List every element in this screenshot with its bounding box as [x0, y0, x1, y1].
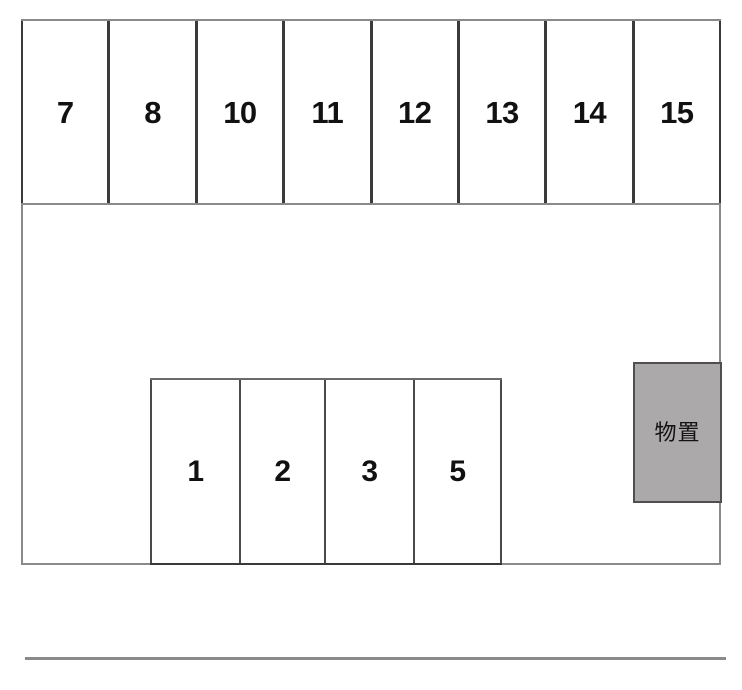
parking-stall-10[interactable]: 10 [195, 21, 284, 203]
stall-label: 3 [361, 454, 378, 488]
parking-stall-2[interactable]: 2 [239, 380, 324, 563]
stall-label: 13 [485, 94, 519, 130]
parking-stall-12[interactable]: 12 [370, 21, 458, 203]
stall-label: 1 [187, 454, 204, 488]
storage-shed-label: 物置 [654, 419, 701, 445]
bottom-divider-rule [25, 657, 726, 660]
stall-label: 5 [449, 454, 466, 488]
parking-stall-15[interactable]: 15 [632, 21, 721, 203]
parking-stall-1[interactable]: 1 [150, 380, 239, 563]
parking-stall-7[interactable]: 7 [21, 21, 109, 203]
stall-label: 11 [311, 94, 344, 130]
parking-stall-3[interactable]: 3 [324, 380, 413, 563]
stall-label: 7 [56, 94, 74, 130]
stall-label: 8 [144, 94, 161, 130]
parking-stall-14[interactable]: 14 [545, 21, 633, 203]
lower-parking-row: 1 2 3 5 [150, 378, 502, 565]
parking-stall-13[interactable]: 13 [457, 21, 546, 203]
parking-stall-5[interactable]: 5 [413, 380, 502, 563]
stall-label: 15 [660, 94, 694, 130]
parking-stall-8[interactable]: 8 [108, 21, 196, 203]
parking-stall-11[interactable]: 11 [283, 21, 371, 203]
stall-label: 10 [223, 94, 257, 130]
stall-label: 2 [274, 454, 291, 488]
stall-label: 14 [572, 94, 607, 130]
storage-shed[interactable]: 物置 [633, 362, 722, 503]
stall-label: 12 [397, 94, 432, 130]
upper-parking-row: 7 8 10 11 12 13 14 15 [21, 19, 721, 205]
